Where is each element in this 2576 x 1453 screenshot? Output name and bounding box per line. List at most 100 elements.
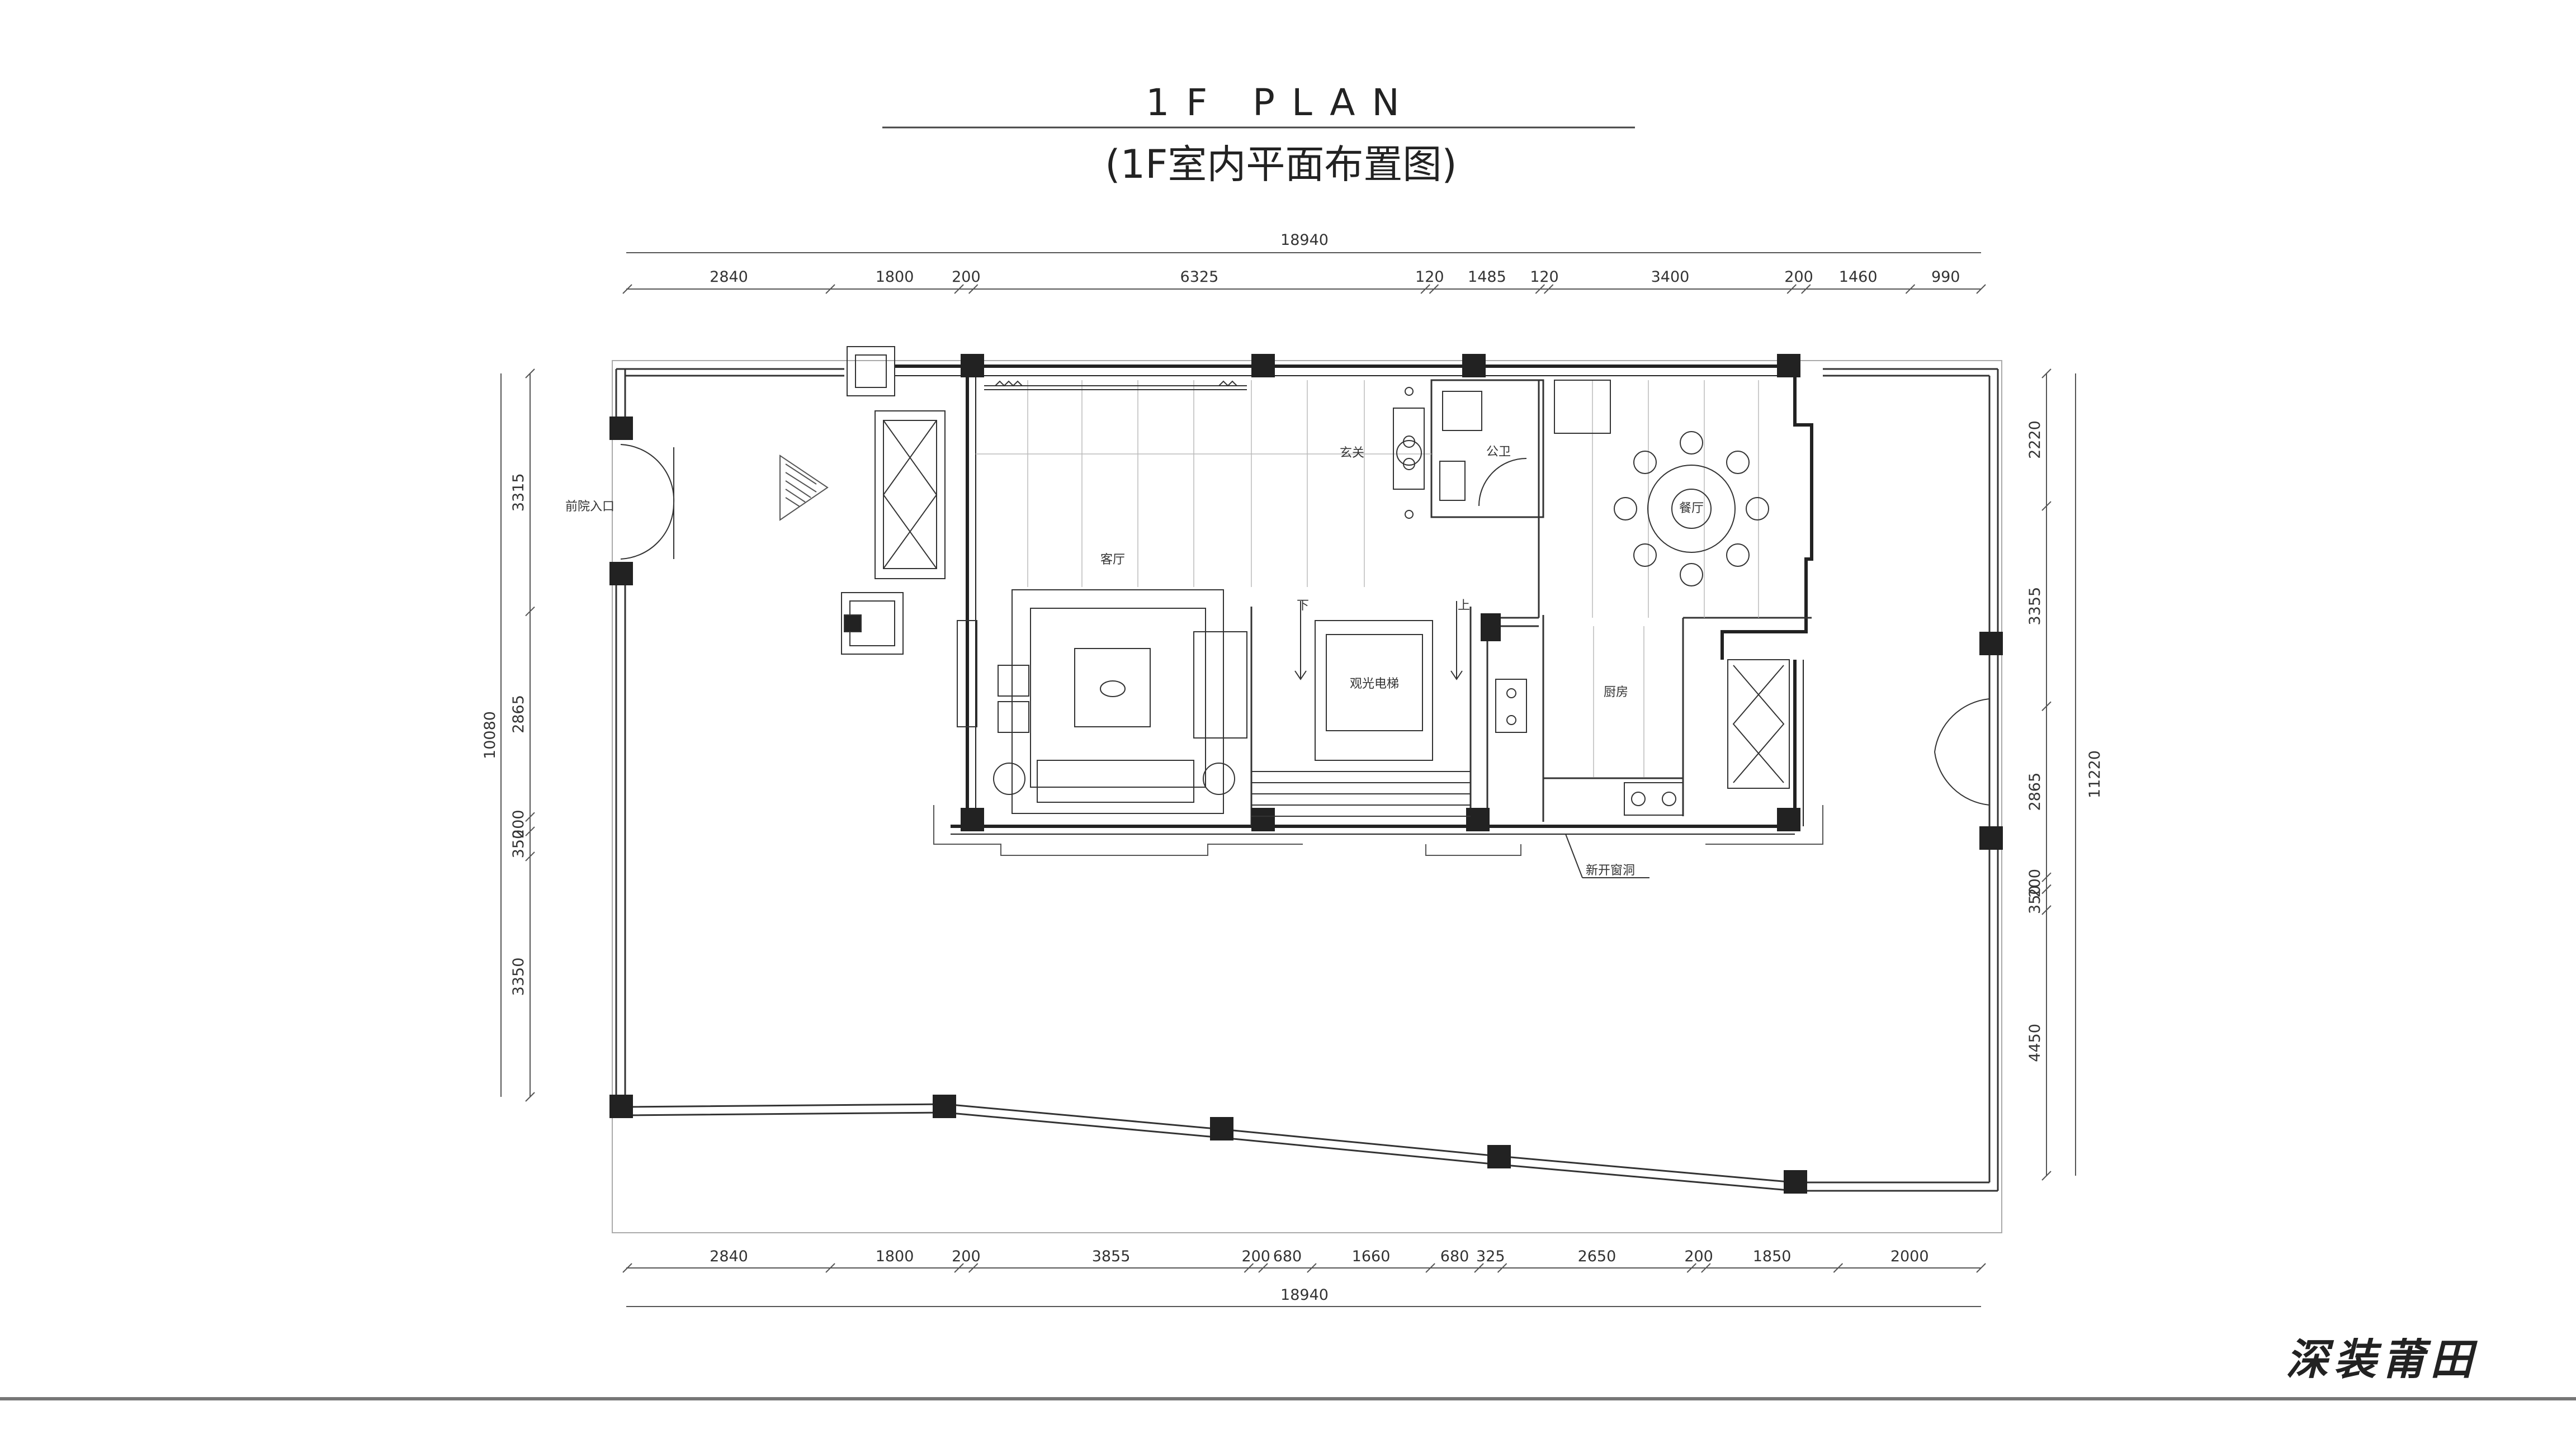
room-elevator: 观光电梯 <box>1350 677 1399 691</box>
room-dining: 餐厅 <box>1679 501 1704 515</box>
top-label: 120 <box>1415 268 1444 286</box>
top-label: 1460 <box>1839 268 1878 286</box>
entry-label: 前院入口 <box>565 500 615 514</box>
dimension-tick <box>1420 284 1430 294</box>
left-label: 350 <box>510 830 527 859</box>
bottom-label: 325 <box>1476 1248 1505 1265</box>
top-label: 6325 <box>1180 268 1219 286</box>
dimension-tick <box>1497 1263 1507 1273</box>
top-label: 200 <box>1784 268 1813 286</box>
right-label: 200 <box>2026 869 2044 898</box>
room-foyer: 玄关 <box>1340 446 1364 460</box>
dimension-tick <box>968 1263 979 1273</box>
plan-title-main: 1F PLAN <box>1146 81 1416 124</box>
dimension-tick <box>954 1263 964 1273</box>
bottom-label: 2840 <box>710 1248 748 1265</box>
dim-bottom-total: 18940 <box>1280 1286 1329 1304</box>
bottom-label: 1850 <box>1753 1248 1792 1265</box>
left-label: 2865 <box>510 695 527 733</box>
brand-signature: 深装莆田 <box>2286 1334 2478 1384</box>
left-label: 3315 <box>510 473 527 512</box>
dimension-tick <box>1786 284 1797 294</box>
top-label: 1485 <box>1468 268 1506 286</box>
dimension-tick <box>1833 1263 1844 1273</box>
bottom-label: 200 <box>1684 1248 1713 1265</box>
dimension-tick <box>2041 701 2052 711</box>
top-label: 3400 <box>1651 268 1690 286</box>
bottom-label: 3855 <box>1092 1248 1131 1265</box>
right-label: 4450 <box>2026 1024 2044 1062</box>
top-label: 990 <box>1931 268 1960 286</box>
pilaster-caps <box>841 346 904 655</box>
dimension-tick <box>968 284 979 294</box>
dim-top-total: 18940 <box>1280 231 1329 249</box>
bottom-label: 2000 <box>1890 1248 1929 1265</box>
dimension-tick <box>2041 1171 2052 1181</box>
dimension-tick <box>1429 284 1439 294</box>
dimension-tick <box>525 812 535 822</box>
room-wc: 公卫 <box>1486 445 1511 459</box>
entry-arrow-icon <box>779 455 829 521</box>
dimension-tick <box>1701 1263 1711 1273</box>
dimension-tick <box>622 284 632 294</box>
top-label: 200 <box>952 268 981 286</box>
new-window-callout <box>1565 834 1649 878</box>
dimension-tick <box>1686 1263 1697 1273</box>
dimension-tick <box>525 606 535 617</box>
new-window-label: 新开窗洞 <box>1586 864 1635 878</box>
stair-elevator <box>1251 601 1471 817</box>
bottom-label: 680 <box>1273 1248 1302 1265</box>
dimension-right <box>2041 368 2076 1181</box>
right-label: 2220 <box>2026 420 2044 459</box>
dimension-tick <box>2041 368 2052 378</box>
dimension-tick <box>1307 1263 1317 1273</box>
dim-right-total: 11220 <box>2086 750 2104 798</box>
bottom-label: 2650 <box>1578 1248 1617 1265</box>
dimension-tick <box>525 851 535 862</box>
structural-columns <box>609 354 2003 1194</box>
east-door <box>1934 698 1990 806</box>
dimension-tick <box>825 284 835 294</box>
dining-table <box>1554 380 1769 586</box>
dimension-tick <box>525 826 535 836</box>
right-label: 2865 <box>2026 773 2044 811</box>
dimension-tick <box>1474 1263 1484 1273</box>
floor-pattern <box>976 380 1759 777</box>
living-furniture <box>875 410 1247 814</box>
kitchen-fixtures <box>1495 659 1790 816</box>
bottom-label: 200 <box>1241 1248 1270 1265</box>
dimension-top <box>622 252 1986 294</box>
stair-up-label: 上 <box>1458 599 1470 613</box>
dimension-tick <box>2041 905 2052 915</box>
building-walls <box>895 365 1813 835</box>
top-label: 2840 <box>710 268 748 286</box>
dimension-left <box>500 368 535 1102</box>
dimension-tick <box>1244 1263 1254 1273</box>
top-label: 120 <box>1530 268 1559 286</box>
dimension-tick <box>2041 884 2052 894</box>
dimension-bottom <box>622 1263 1986 1307</box>
wall-plinths <box>933 805 1823 856</box>
dimension-tick <box>1976 284 1986 294</box>
room-living: 客厅 <box>1100 553 1125 567</box>
plan-title-sub: (1F室内平面布置图) <box>1105 141 1457 187</box>
stair-down-label: 下 <box>1297 599 1309 613</box>
right-label: 350 <box>2026 885 2044 914</box>
dimension-tick <box>1543 284 1554 294</box>
dimension-tick <box>525 368 535 378</box>
dimension-tick <box>622 1263 632 1273</box>
dimension-tick <box>825 1263 835 1273</box>
bottom-label: 680 <box>1440 1248 1469 1265</box>
left-label: 3350 <box>510 958 527 996</box>
room-kitchen: 厨房 <box>1604 685 1628 699</box>
dimension-tick <box>525 1092 535 1102</box>
dimension-tick <box>1905 284 1916 294</box>
wc-fixtures <box>1439 391 1527 507</box>
curtain-rail <box>984 380 1247 390</box>
dimension-tick <box>2041 501 2052 511</box>
